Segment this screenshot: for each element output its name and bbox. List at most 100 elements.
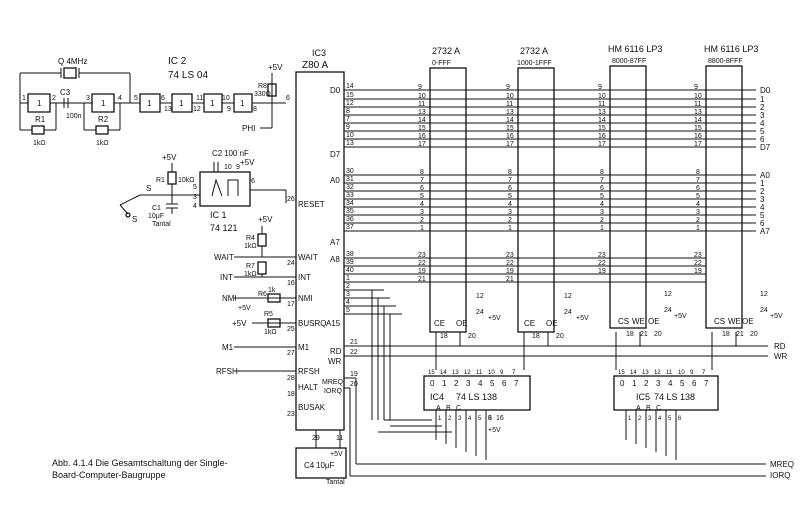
ic5-in-c: C xyxy=(656,405,661,412)
inverter-gate-6 xyxy=(233,93,253,113)
mem-addr-pin: 6 xyxy=(508,185,512,192)
cpu-halt-label: HALT xyxy=(298,383,318,392)
decoder-output-pin: 7 xyxy=(702,370,706,376)
c1-value: 10μF xyxy=(148,213,164,220)
cpu-high-pin: 1 xyxy=(346,275,350,282)
mem2-gnd: 12 xyxy=(564,293,572,300)
cpu-high-pin: 3 xyxy=(346,291,350,298)
decoder-input-pin: 5 xyxy=(478,416,482,422)
eprom-high-pin: 23 xyxy=(506,252,514,259)
mem1-oe-num: 20 xyxy=(468,333,476,340)
inverter-gate-4 xyxy=(171,93,193,113)
decoder-output-label: 0 xyxy=(430,379,435,388)
mem-addr-pin: 1 xyxy=(600,225,604,232)
svg-text:3: 3 xyxy=(86,95,90,102)
ic4-in-c: C xyxy=(456,405,461,412)
decoder-output-label: 1 xyxy=(442,379,447,388)
cpu-rd-label: RD xyxy=(330,347,342,356)
c1-label: C1 xyxy=(152,205,161,212)
resistor-r6 xyxy=(267,293,281,303)
eprom-high-pin: 19 xyxy=(506,268,514,275)
bus-data-label: 6 xyxy=(760,135,765,144)
mem2-ce: CE xyxy=(524,319,535,328)
r5-label: R5 xyxy=(264,311,273,318)
mem2-type: 2732 A xyxy=(520,46,548,56)
c4-value: 10μF xyxy=(316,461,335,470)
cpu-high-pin: 4 xyxy=(346,299,350,306)
c2-value: 100 nF xyxy=(224,149,249,158)
mem3-range: 8000-87FF xyxy=(612,58,646,65)
svg-text:1: 1 xyxy=(147,99,152,108)
decoder-block: IC4 74 LS 138 A B C 8 16 +5V IC5 74 LS 1… xyxy=(423,375,719,434)
ic4-in-b: B xyxy=(446,405,451,412)
ic1-type: 74 121 xyxy=(210,223,238,233)
int-pin: 16 xyxy=(287,280,295,287)
cpu-addr-pin: 35 xyxy=(346,208,354,215)
switch-label-s2: S xyxy=(132,215,137,224)
mem3-we-num: 21 xyxy=(640,331,648,338)
inverter-gate-3 xyxy=(139,93,161,113)
cpu-iorq-pin: 20 xyxy=(350,381,358,388)
ic4-chip xyxy=(423,375,531,411)
c4-type: Tantal xyxy=(326,479,345,486)
ic4-name: IC4 xyxy=(430,392,444,402)
cpu-addr-pin: 36 xyxy=(346,216,354,223)
ic4-pin-16: 16 xyxy=(496,415,504,422)
right-bus-labels: RD WR MREQ IORQ xyxy=(770,342,794,480)
mem4-gnd: 12 xyxy=(760,291,768,298)
mem-addr-pin: 8 xyxy=(600,169,604,176)
decoder-output-pin: 15 xyxy=(618,370,625,376)
eprom-high-pin: 22 xyxy=(418,260,426,267)
svg-text:6: 6 xyxy=(161,95,165,102)
decoder-output-label: 6 xyxy=(692,379,697,388)
decoder-output-pin: 11 xyxy=(476,370,483,376)
ram-high-pin: 19 xyxy=(598,268,606,275)
decoder-output-pin: 9 xyxy=(500,370,504,376)
mem-addr-pin: 8 xyxy=(508,169,512,176)
svg-text:1: 1 xyxy=(22,95,26,102)
mem-addr-pin: 6 xyxy=(420,185,424,192)
mem-data-pin: 15 xyxy=(694,125,702,132)
ram-high-pin: 19 xyxy=(694,268,702,275)
ic3-cpu: IC3 Z80 A RESET WAIT INT NMI BUSRQ M1 RF… xyxy=(295,48,347,486)
decoder-output-pin: 10 xyxy=(678,370,685,376)
mem-addr-pin: 1 xyxy=(696,225,700,232)
mem2-ce-num: 18 xyxy=(532,333,540,340)
decoder-output-pin: 13 xyxy=(642,370,649,376)
cpu-rfsh-label: RFSH xyxy=(298,367,320,376)
decoder-input-pin: 2 xyxy=(638,416,642,422)
mem-data-pin: 11 xyxy=(418,101,425,108)
mem-data-pin: 14 xyxy=(598,117,606,124)
plus5-r8: +5V xyxy=(268,63,283,72)
decoder-input-pin: 2 xyxy=(448,416,452,422)
mem-addr-pin: 6 xyxy=(696,185,700,192)
mem3-oe: OE xyxy=(648,317,660,326)
mem-data-pin: 9 xyxy=(418,84,422,91)
mem2-oe: OE xyxy=(546,319,558,328)
busrq-pin: 25 xyxy=(287,326,295,333)
r8-value: 330Ω xyxy=(254,91,271,98)
r2-value: 1kΩ xyxy=(96,140,109,147)
mem-data-pin: 15 xyxy=(506,125,514,132)
mem-data-pin: 14 xyxy=(418,117,426,124)
mem1-plus5: +5V xyxy=(488,315,501,322)
plus5-cpu: +5V xyxy=(330,451,343,458)
svg-text:1: 1 xyxy=(37,99,42,108)
mem4-range: 8800-8FFF xyxy=(708,58,743,65)
c3-label: C3 xyxy=(60,88,71,97)
mem-data-pin: 9 xyxy=(598,84,602,91)
cpu-d0-label: D0 xyxy=(330,86,341,95)
ic4-type: 74 LS 138 xyxy=(456,392,497,402)
resistor-r2 xyxy=(95,125,109,135)
decoder-output-label: 7 xyxy=(704,379,709,388)
cpu-wait-label: WAIT xyxy=(298,253,318,262)
mem-addr-pin: 4 xyxy=(508,201,512,208)
bus-addr-label: A0 xyxy=(760,171,770,180)
bus-data-label: D7 xyxy=(760,143,771,152)
bus-data-label: 4 xyxy=(760,119,765,128)
ic2-type: 74 LS 04 xyxy=(168,70,208,81)
c3-value: 100n xyxy=(66,113,82,120)
svg-text:11: 11 xyxy=(196,95,203,102)
mem1-oe: OE xyxy=(456,319,468,328)
mem-addr-pin: 5 xyxy=(508,193,512,200)
